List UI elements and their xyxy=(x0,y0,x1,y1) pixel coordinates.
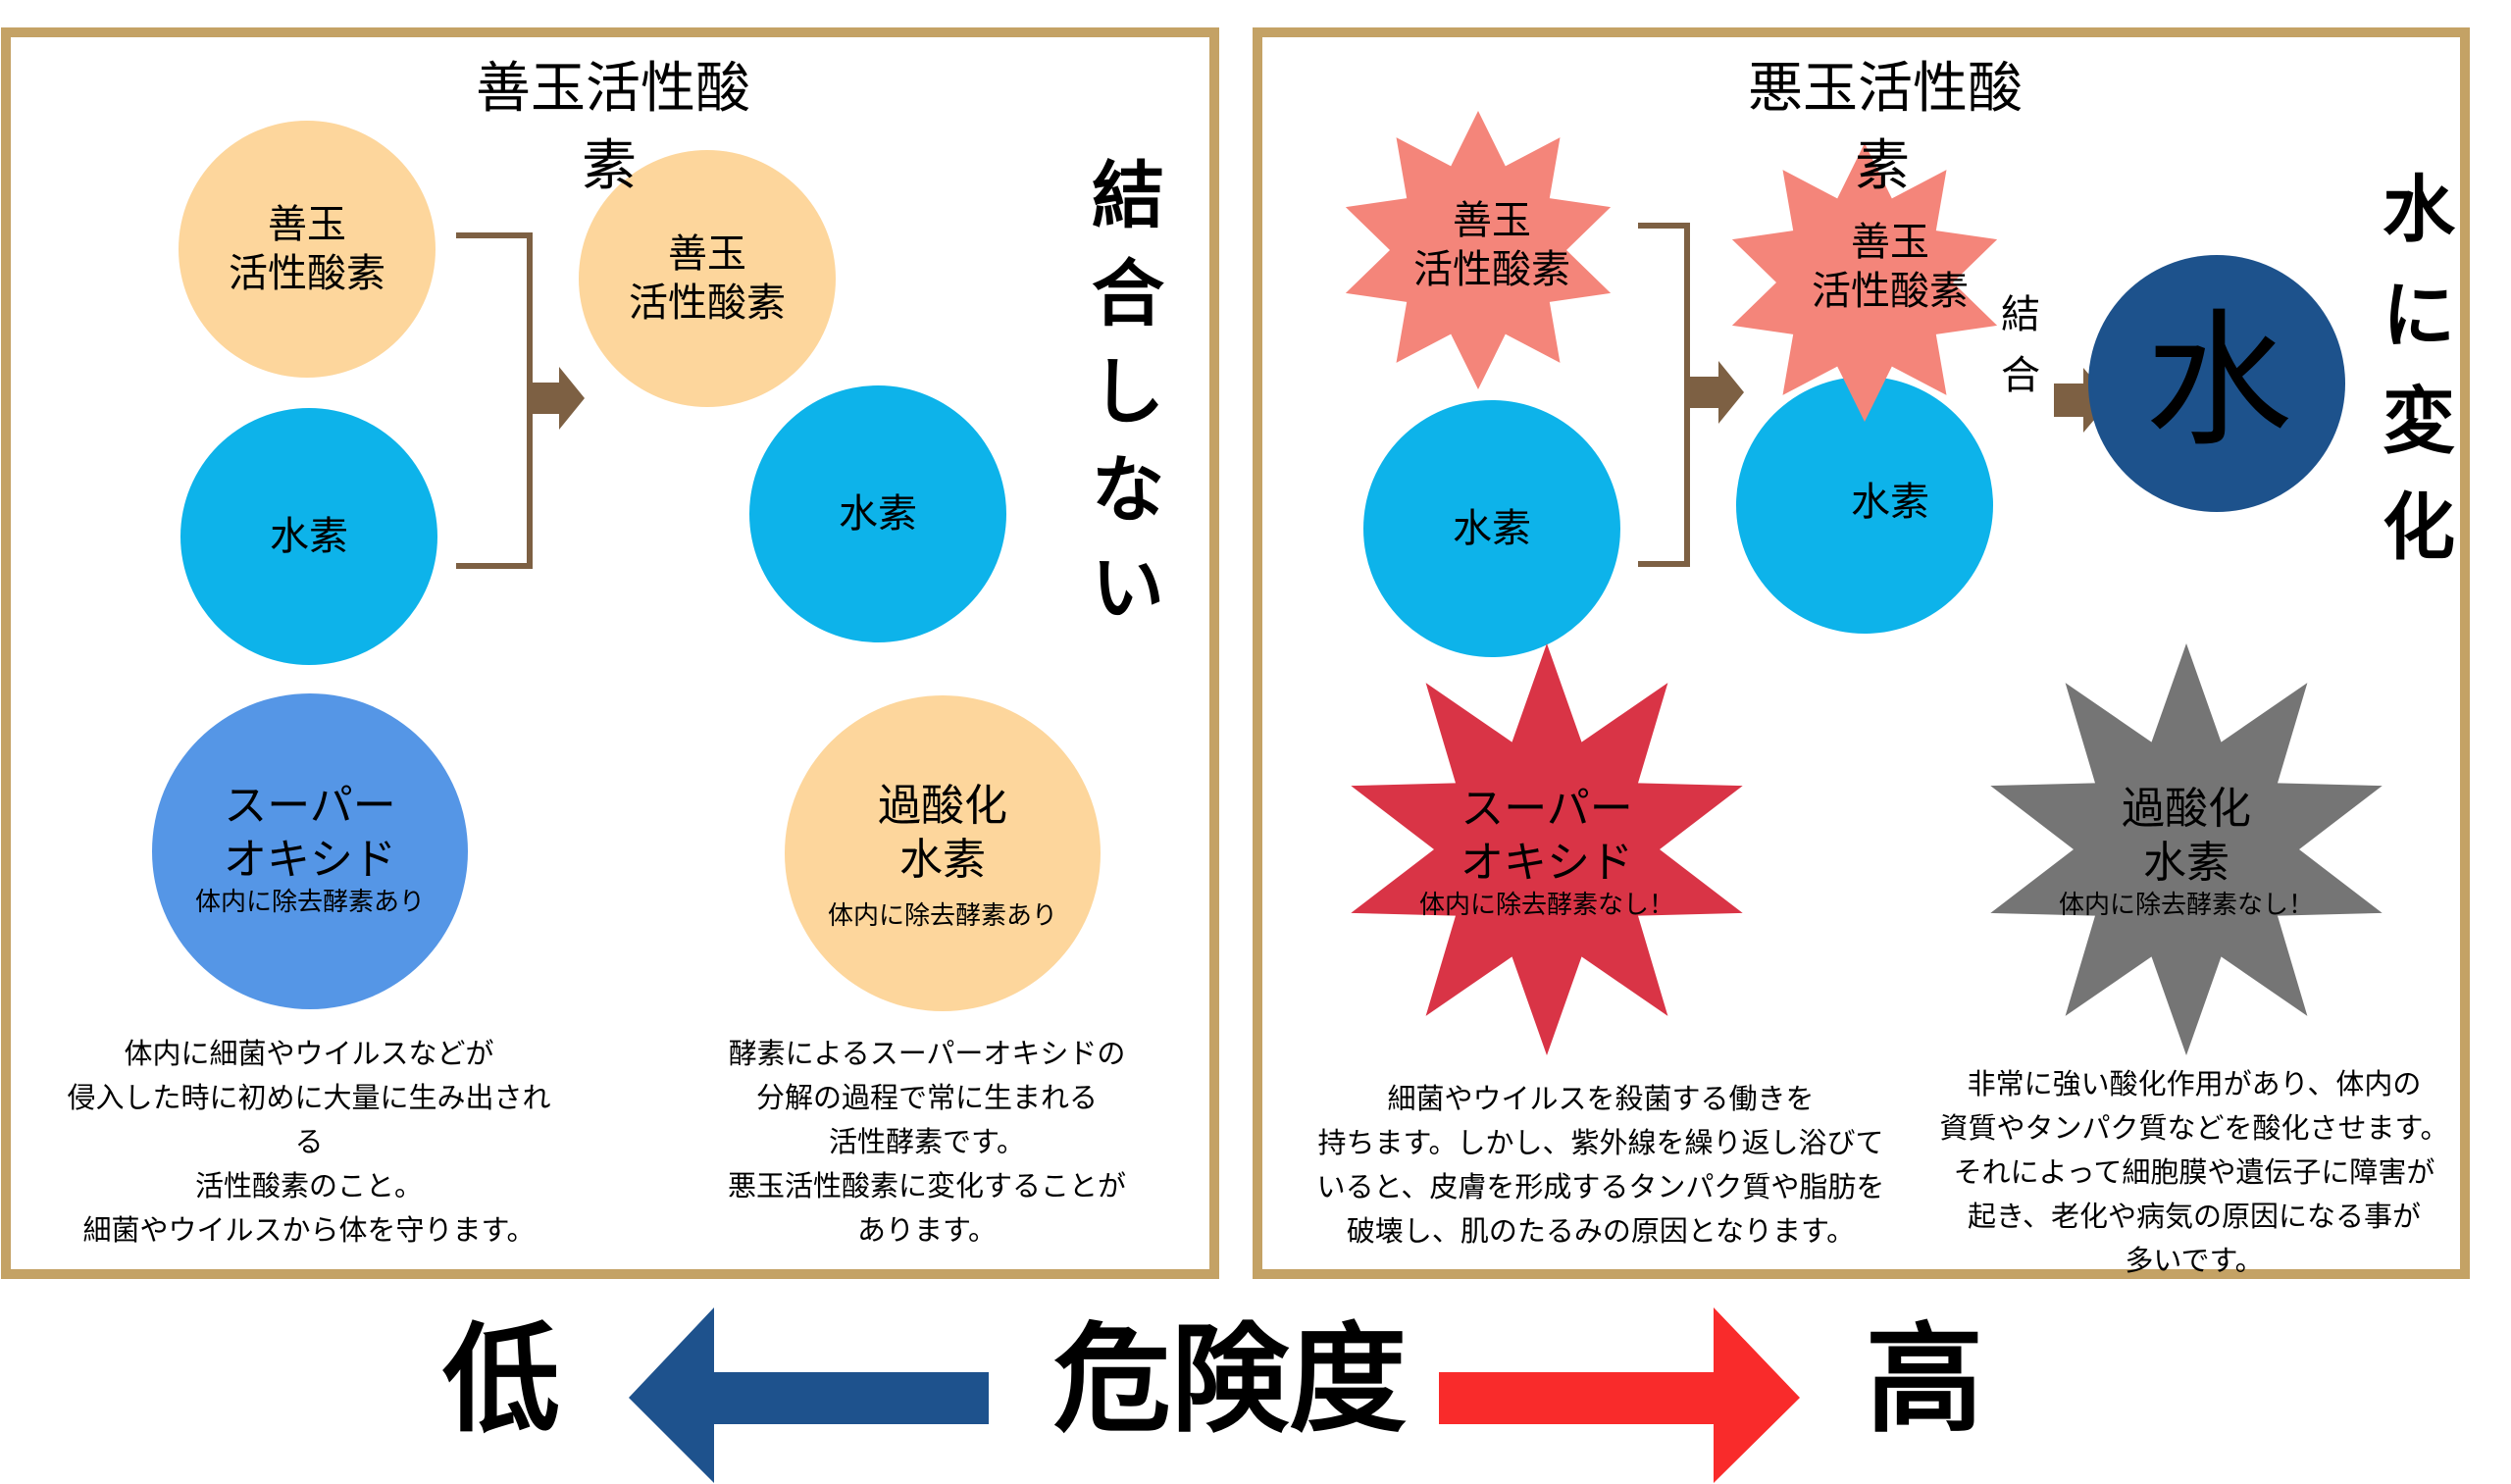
super-oxide-description: 体内に細菌やウイルスなどが侵入した時に初めに大量に生み出される活性酸素のこと。細… xyxy=(67,1032,550,1253)
super-oxide-note: 体内に除去酵素なし！ xyxy=(1418,890,1675,920)
good-ros-a-label: 善玉 活性酸素 xyxy=(229,200,385,298)
super-oxide-line1: スーパー xyxy=(224,780,396,831)
bad-good-ros-b-line2: 活性酸素 xyxy=(1812,269,1969,314)
hydrogen-circle xyxy=(749,385,1006,642)
hydrogen-peroxide-line1: 過酸化 xyxy=(2121,783,2251,834)
danger-high-label: 高 xyxy=(1866,1312,1983,1449)
super-oxide-label-right: スーパー オキシド 体内に除去酵素なし！ xyxy=(1419,782,1674,922)
hydrogen-peroxide-note: 体内に除去酵素なし！ xyxy=(2058,890,2315,920)
hydrogen-a-label: 水素 xyxy=(270,514,348,559)
bad-hydrogen-a-label: 水素 xyxy=(1453,506,1531,551)
right-panel-title-line2: 素 xyxy=(1855,134,1910,198)
vertical-char: 結 xyxy=(1092,154,1164,238)
hydrogen-peroxide-line2: 水素 xyxy=(898,834,986,885)
hydrogen-peroxide-description: 酵素によるスーパーオキシドの分解の過程で常に生まれる活性酵素です。悪玉活性酸素に… xyxy=(728,1032,1126,1253)
description-line: 起き、老化や病気の原因になる事が xyxy=(1968,1200,2421,1233)
good-ros-b-line2: 活性酸素 xyxy=(629,281,786,326)
description-line: 細菌やウイルスから体を守ります。 xyxy=(82,1213,536,1247)
good-ros-b-line1: 善玉 xyxy=(668,231,746,277)
becomes-water-vertical-label: 水に変化 xyxy=(2383,157,2455,581)
vertical-char: 結 xyxy=(2001,292,2040,337)
vertical-char: 合 xyxy=(2001,353,2040,398)
hydrogen-circle xyxy=(1736,377,1993,634)
vertical-char: し xyxy=(1092,350,1164,435)
description-line: 分解の過程で常に生まれる xyxy=(755,1081,1099,1114)
description-line: 酵素によるスーパーオキシドの xyxy=(728,1037,1126,1070)
good-ros-b-label: 善玉 活性酸素 xyxy=(629,230,786,328)
super-oxide-starburst xyxy=(1351,643,1743,1055)
description-line: 多いです。 xyxy=(2125,1244,2264,1277)
vertical-char: 水 xyxy=(2383,168,2455,252)
hydrogen-peroxide-starburst xyxy=(1990,643,2383,1055)
bond-vertical-label: 結合 xyxy=(2001,284,2040,406)
bad-good-ros-a-line2: 活性酸素 xyxy=(1413,247,1570,292)
bad-good-ros-b-label: 善玉 活性酸素 xyxy=(1812,218,1969,316)
arrow-high-icon xyxy=(1439,1307,1800,1483)
good-ros-circle xyxy=(179,121,436,378)
water-label: 水 xyxy=(2144,296,2293,468)
bad-good-ros-a-label: 善玉 活性酸素 xyxy=(1413,196,1570,294)
hydrogen-circle xyxy=(1363,400,1620,657)
good-ros-circle xyxy=(579,150,836,407)
bad-hydrogen-b-label: 水素 xyxy=(1851,480,1929,525)
bad-super-oxide-description: 細菌やウイルスを殺菌する働きを持ちます。しかし、紫外線を繰り返し浴びていると、皮… xyxy=(1317,1077,1885,1254)
description-line: 細菌やウイルスを殺菌する働きを xyxy=(1387,1082,1815,1115)
description-line: いると、皮膚を形成するタンパク質や脂肪を xyxy=(1316,1170,1885,1203)
super-oxide-line2: オキシド xyxy=(1460,837,1633,888)
good-ros-a-line1: 善玉 xyxy=(268,202,346,247)
hydrogen-peroxide-label-left: 過酸化 水素 体内に除去酵素あり xyxy=(828,779,1057,933)
description-line: 非常に強い酸化作用があり、体内の xyxy=(1967,1067,2422,1100)
description-line: 体内に細菌やウイルスなどが xyxy=(124,1037,494,1070)
super-oxide-label-left: スーパー オキシド 体内に除去酵素あり xyxy=(195,779,425,919)
bracket-connector xyxy=(1638,223,1690,567)
left-panel-title-line2: 素 xyxy=(582,134,637,198)
vertical-char: い xyxy=(1092,546,1164,631)
bad-hydrogen-peroxide-description: 非常に強い酸化作用があり、体内の資質やタンパク質などを酸化させます。それによって… xyxy=(1939,1062,2448,1283)
description-line: 持ちます。しかし、紫外線を繰り返し浴びて xyxy=(1317,1126,1884,1159)
super-oxide-note: 体内に除去酵素あり xyxy=(194,887,426,917)
danger-low-label: 低 xyxy=(442,1312,560,1449)
description-line: それによって細胞膜や遺伝子に障害が xyxy=(1953,1155,2435,1189)
arrow-low-icon xyxy=(629,1307,989,1483)
right-panel-title-line1: 悪玉活性酸 xyxy=(1748,57,2023,121)
good-ros-starburst xyxy=(1731,143,1998,422)
description-line: 侵入した時に初めに大量に生み出され xyxy=(67,1081,551,1114)
hydrogen-b-label: 水素 xyxy=(839,491,917,537)
vertical-char: 化 xyxy=(2383,486,2455,570)
good-ros-starburst xyxy=(1345,111,1612,389)
reaction-arrow-icon xyxy=(1687,361,1744,424)
description-line: 活性酸素のこと。 xyxy=(194,1169,424,1203)
hydrogen-peroxide-circle xyxy=(785,695,1101,1011)
hydrogen-circle xyxy=(180,408,437,665)
description-line: 悪玉活性酸素に変化することが xyxy=(727,1169,1127,1203)
super-oxide-circle xyxy=(152,693,468,1009)
hydrogen-peroxide-line2: 水素 xyxy=(2142,837,2229,888)
no-bond-vertical-label: 結合しない xyxy=(1092,147,1164,638)
super-oxide-line2: オキシド xyxy=(223,834,396,885)
hydrogen-peroxide-line1: 過酸化 xyxy=(877,780,1007,831)
bad-good-ros-a-line1: 善玉 xyxy=(1453,198,1531,243)
good-ros-a-line2: 活性酸素 xyxy=(229,251,385,296)
description-line: る xyxy=(294,1125,324,1158)
description-line: 破壊し、肌のたるみの原因となります。 xyxy=(1346,1214,1856,1248)
reaction-arrow-icon xyxy=(530,367,585,430)
super-oxide-line1: スーパー xyxy=(1460,783,1633,834)
description-line: 資質やタンパク質などを酸化させます。 xyxy=(1939,1111,2449,1145)
hydrogen-peroxide-label-right: 過酸化 水素 体内に除去酵素なし！ xyxy=(2059,782,2314,922)
left-panel-title-line1: 善玉活性酸 xyxy=(476,57,750,121)
vertical-char: な xyxy=(1092,448,1164,533)
vertical-char: に xyxy=(2383,274,2455,358)
hydrogen-peroxide-note: 体内に除去酵素あり xyxy=(827,900,1058,931)
bracket-connector xyxy=(456,232,533,569)
vertical-char: 合 xyxy=(1092,252,1164,336)
water-circle xyxy=(2088,255,2345,512)
description-line: 活性酵素です。 xyxy=(828,1125,1026,1158)
bad-good-ros-b-line1: 善玉 xyxy=(1851,220,1929,265)
description-line: あります。 xyxy=(856,1213,998,1247)
vertical-char: 変 xyxy=(2383,380,2455,464)
danger-label: 危険度 xyxy=(1053,1312,1407,1449)
